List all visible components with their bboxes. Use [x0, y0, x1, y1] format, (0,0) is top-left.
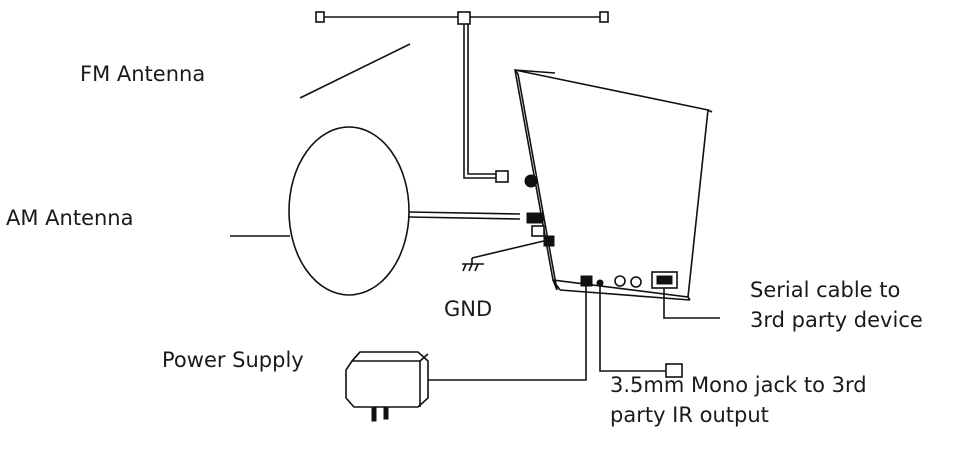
am-antenna: [288, 126, 521, 296]
power-supply-adapter: [345, 286, 587, 422]
mono-jack-label-line2: party IR output: [610, 403, 769, 427]
am-antenna-label: AM Antenna: [6, 206, 134, 230]
mono-jack-label-line1: 3.5mm Mono jack to 3rd: [610, 373, 867, 397]
serial-cable-label: Serial cable to 3rd party device: [750, 275, 923, 335]
mono-jack-label: 3.5mm Mono jack to 3rd party IR output: [610, 370, 867, 430]
mono-jack-cable: [599, 286, 683, 378]
fm-antenna-leader: [299, 43, 411, 99]
power-supply-label: Power Supply: [162, 348, 304, 372]
fm-antenna-label: FM Antenna: [80, 62, 206, 86]
serial-cable: [663, 288, 720, 319]
serial-cable-label-line1: Serial cable to: [750, 278, 901, 302]
tuner-box: [514, 68, 713, 301]
fm-antenna: [315, 11, 609, 183]
ground-symbol: [462, 239, 549, 272]
serial-cable-label-line2: 3rd party device: [750, 308, 923, 332]
gnd-label: GND: [444, 297, 493, 321]
